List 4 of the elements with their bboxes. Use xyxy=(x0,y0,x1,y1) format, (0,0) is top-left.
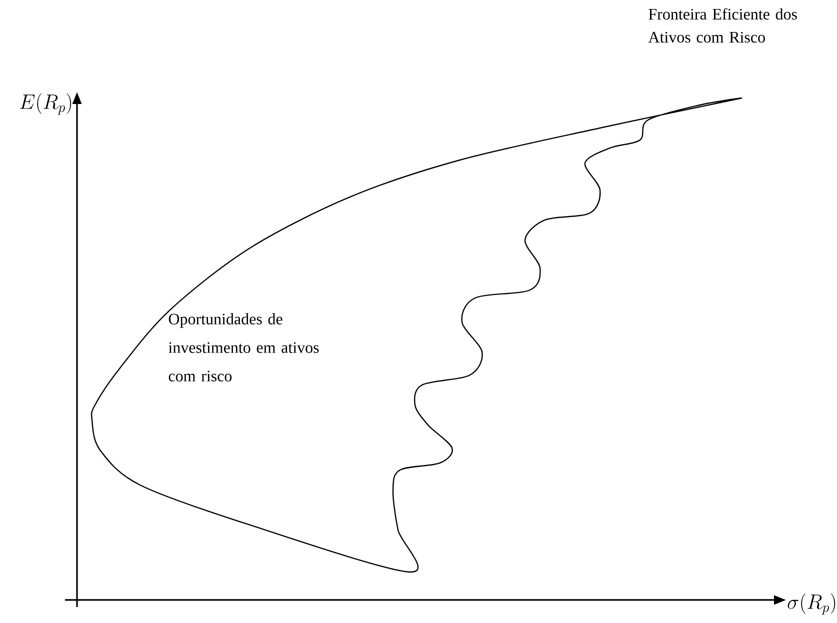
axis-label: $E(R_p)$ xyxy=(20,93,72,115)
axis-label: $\sigma(R_p)$ xyxy=(788,593,836,615)
frontier-label: Fronteira Eficiente dos Ativos com Risco xyxy=(648,8,797,43)
opportunity-region: Oportunidades de investimento em ativos com risco xyxy=(90,97,743,573)
